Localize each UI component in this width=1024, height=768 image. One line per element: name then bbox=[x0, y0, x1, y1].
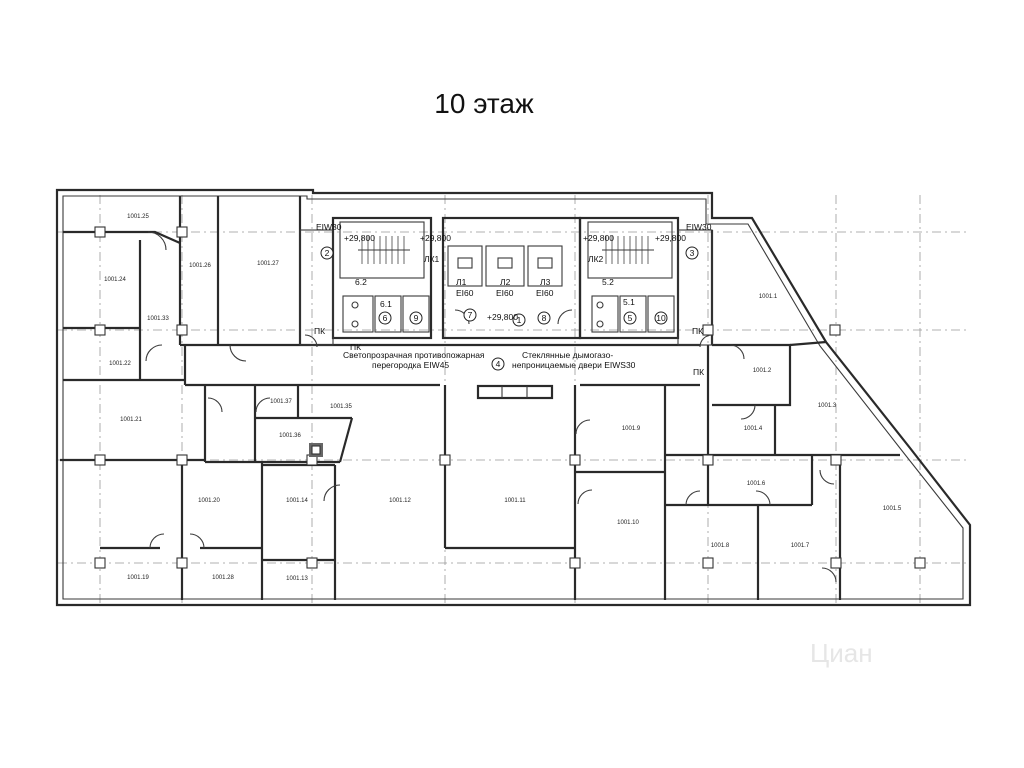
unit-label: 1001.12 bbox=[389, 498, 411, 504]
label-l3: Л3 bbox=[540, 277, 551, 287]
label-ei60: EI60 bbox=[536, 288, 554, 298]
unit-label: 1001.9 bbox=[622, 426, 641, 432]
unit-label: 1001.2 bbox=[753, 368, 772, 374]
unit-label: 1001.25 bbox=[127, 214, 149, 220]
bubble-label: 5.2 bbox=[602, 277, 614, 287]
outer-walls bbox=[55, 188, 972, 607]
level-mark: +29,800 bbox=[420, 233, 451, 243]
label-l1: Л1 bbox=[456, 277, 467, 287]
bubble-label: 5.1 bbox=[623, 297, 635, 307]
restrooms bbox=[342, 295, 675, 333]
unit-label: 1001.24 bbox=[104, 277, 126, 283]
label-eiw30: EIW30 bbox=[686, 222, 712, 232]
unit-label: 1001.26 bbox=[189, 263, 211, 269]
unit-label: 1001.20 bbox=[198, 498, 220, 504]
level-mark: +29,800 bbox=[655, 233, 686, 243]
level-mark: +29,800 bbox=[583, 233, 614, 243]
bubble-label: 6.2 bbox=[355, 277, 367, 287]
bubble-label: 7 bbox=[468, 310, 473, 320]
watermark: Циан bbox=[810, 638, 873, 668]
unit-label: 1001.6 bbox=[747, 481, 766, 487]
unit-label: 1001.3 bbox=[818, 403, 837, 409]
unit-label: 1001.7 bbox=[791, 543, 810, 549]
partition-note-line1: Светопрозрачная противопожарная bbox=[343, 350, 485, 360]
label-eiw30: EIW30 bbox=[316, 222, 342, 232]
unit-label: 1001.19 bbox=[127, 575, 149, 581]
stair-left bbox=[339, 221, 425, 279]
structural-columns bbox=[94, 226, 926, 569]
level-mark: +29,800 bbox=[344, 233, 375, 243]
unit-label: 1001.36 bbox=[279, 433, 301, 439]
label-pk: ПК bbox=[314, 326, 325, 336]
level-mark: +29,800 bbox=[487, 312, 518, 322]
bubble-label: 6.1 bbox=[380, 299, 392, 309]
unit-label: 1001.27 bbox=[257, 261, 279, 267]
label-pk: ПК bbox=[693, 367, 704, 377]
interior-walls bbox=[60, 196, 900, 600]
axis-grid bbox=[58, 195, 970, 605]
unit-label: 1001.5 bbox=[883, 506, 902, 512]
bubble-label: 3 bbox=[690, 248, 695, 258]
label-ei60: EI60 bbox=[456, 288, 474, 298]
stair-right bbox=[587, 221, 673, 279]
bubble-label: 2 bbox=[325, 248, 330, 258]
label-pk: ПК bbox=[692, 326, 703, 336]
bubble-label: 5 bbox=[628, 313, 633, 323]
unit-label: 1001.1 bbox=[759, 294, 778, 300]
partition-note-line2: перегородка EIW45 bbox=[372, 360, 449, 370]
unit-label: 1001.21 bbox=[120, 417, 142, 423]
unit-label: 1001.13 bbox=[286, 576, 308, 582]
unit-label: 1001.4 bbox=[744, 426, 763, 432]
bubble-label: 8 bbox=[542, 313, 547, 323]
lift-shafts bbox=[447, 245, 563, 287]
door-swings bbox=[145, 231, 837, 583]
unit-label: 1001.11 bbox=[504, 498, 526, 504]
unit-label: 1001.22 bbox=[109, 361, 131, 367]
bubble-label: 9 bbox=[414, 313, 419, 323]
core-labels: ЛК1 ЛК2 Л1 Л2 Л3 EI60 EI60 EI60 EIW30 EI… bbox=[314, 222, 712, 377]
unit-label: 1001.28 bbox=[212, 575, 234, 581]
unit-label: 1001.37 bbox=[270, 399, 292, 405]
label-l2: Л2 bbox=[500, 277, 511, 287]
floor-title: 10 этаж bbox=[434, 88, 534, 119]
unit-labels: 1001.25 1001.24 1001.26 1001.27 1001.33 … bbox=[104, 214, 902, 582]
bubble-label: 1 bbox=[517, 315, 522, 325]
building-core bbox=[299, 216, 713, 400]
unit-label: 1001.35 bbox=[330, 404, 352, 410]
doors-note-line2: непроницаемые двери EIWS30 bbox=[512, 360, 636, 370]
doors-note-line1: Стеклянные дымогазо- bbox=[522, 350, 613, 360]
bubble-label: 10 bbox=[656, 313, 666, 323]
label-ei60: EI60 bbox=[496, 288, 514, 298]
label-pk: ПК bbox=[350, 342, 361, 352]
label-lk1: ЛК1 bbox=[424, 254, 440, 264]
unit-label: 1001.8 bbox=[711, 543, 730, 549]
unit-label: 1001.10 bbox=[617, 520, 639, 526]
label-lk2: ЛК2 bbox=[588, 254, 604, 264]
room-bubbles: 2 3 6 9 5 10 7 1 8 4 6.2 5.2 6.1 5.1 bbox=[320, 246, 699, 371]
bubble-label: 6 bbox=[383, 313, 388, 323]
unit-label: 1001.33 bbox=[147, 316, 169, 322]
bubble-label: 4 bbox=[496, 359, 501, 369]
unit-label: 1001.14 bbox=[286, 498, 308, 504]
